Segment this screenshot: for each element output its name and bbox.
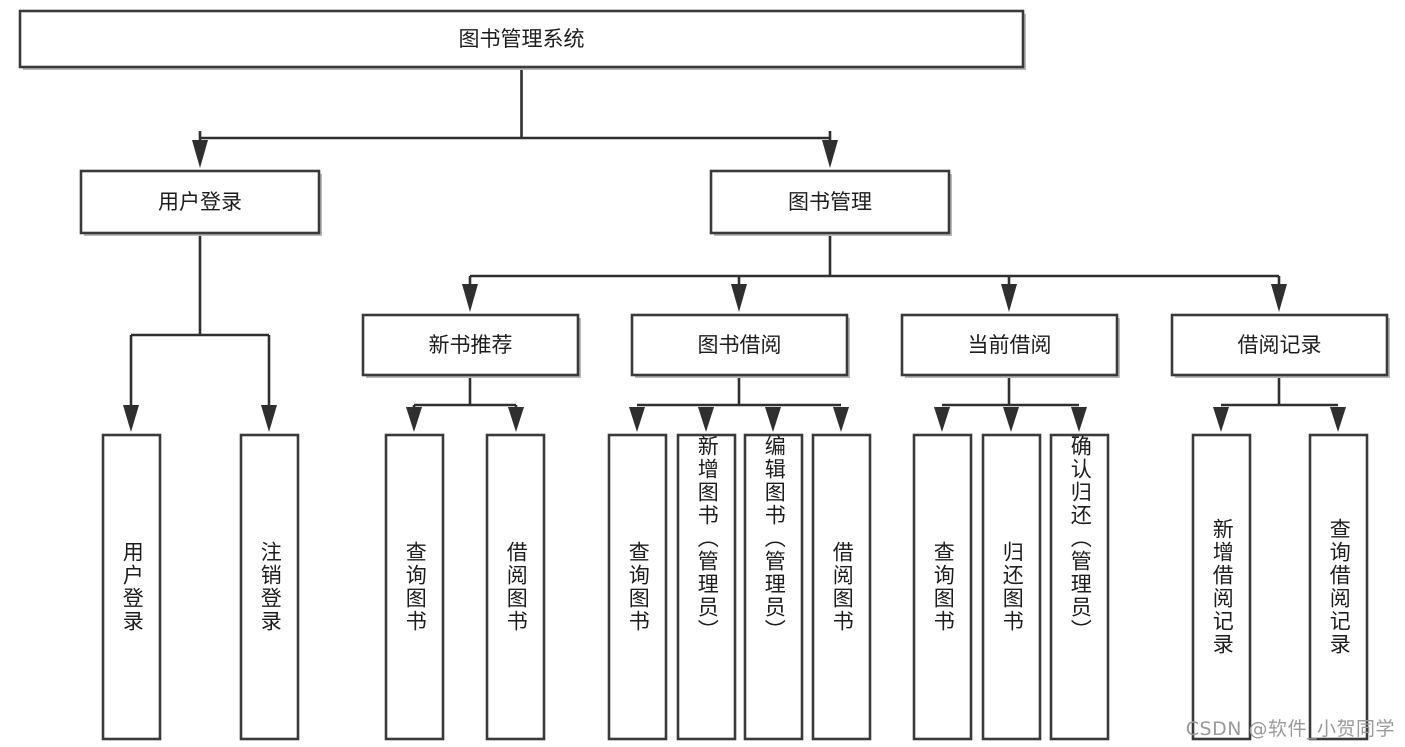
node-label: 图书管理: [788, 190, 872, 214]
arrow-head-icon: [934, 407, 950, 432]
connector-group-current-borrow: [934, 375, 1087, 432]
node-label: 图书借阅: [698, 333, 782, 357]
leaf-boxes: [101, 433, 1369, 741]
connector-group-book-manage: [462, 233, 1287, 312]
leaf-rect-add-record[interactable]: [1191, 433, 1252, 741]
arrow-head-icon: [406, 407, 422, 432]
node-new-book-recommend[interactable]: 新书推荐: [361, 313, 581, 378]
node-root-label: 图书管理系统: [459, 27, 585, 51]
arrow-head-icon: [698, 407, 714, 432]
node-book-management[interactable]: 图书管理: [709, 169, 952, 236]
node-rect: [1170, 313, 1389, 377]
leaf-rect-query-book-2[interactable]: [607, 433, 668, 741]
leaf-rect-borrow-book-2[interactable]: [811, 433, 872, 741]
node-rect: [18, 9, 1025, 69]
arrow-head-icon: [192, 140, 208, 168]
arrow-head-icon: [1001, 284, 1017, 312]
connector-group-book-borrow: [629, 375, 849, 432]
connector-group-new-book: [406, 375, 524, 432]
leaf-rect-add-book[interactable]: [676, 433, 737, 741]
arrow-head-icon: [1330, 407, 1346, 432]
node-label: 当前借阅: [968, 333, 1052, 357]
node-label: 借阅记录: [1238, 333, 1322, 357]
leaf-rect-query-record[interactable]: [1308, 433, 1369, 741]
leaf-rect-confirm-return[interactable]: [1049, 433, 1110, 741]
arrow-head-icon: [1071, 407, 1087, 432]
arrow-head-icon: [1271, 284, 1287, 312]
arrow-head-icon: [629, 407, 645, 432]
node-user-login[interactable]: 用户登录: [79, 169, 322, 236]
leaf-rect-return-book[interactable]: [981, 433, 1042, 741]
arrow-head-icon: [833, 407, 849, 432]
connector-group-user-login: [123, 233, 277, 432]
arrow-head-icon: [1003, 407, 1019, 432]
arrow-head-icon: [261, 405, 277, 432]
node-label: 新书推荐: [429, 333, 513, 357]
arrow-head-icon: [508, 407, 524, 432]
leaf-rect-query-book-1[interactable]: [384, 433, 445, 741]
node-rect: [709, 169, 951, 235]
connector-group-root: [192, 67, 838, 168]
node-rect: [361, 313, 580, 377]
arrow-head-icon: [462, 284, 478, 312]
node-root[interactable]: 图书管理系统: [18, 9, 1026, 70]
arrow-head-icon: [1213, 407, 1229, 432]
leaf-rect-logout[interactable]: [239, 433, 300, 741]
connector-group-borrow-record: [1213, 375, 1346, 432]
node-rect: [79, 169, 321, 235]
node-book-borrow[interactable]: 图书借阅: [630, 313, 850, 378]
arrow-head-icon: [765, 407, 781, 432]
arrow-head-icon: [731, 284, 747, 312]
node-rect: [630, 313, 849, 377]
node-rect: [900, 313, 1119, 377]
leaf-rect-edit-book[interactable]: [743, 433, 804, 741]
leaf-rect-borrow-book-1[interactable]: [485, 433, 546, 741]
leaf-rect-query-book-3[interactable]: [912, 433, 973, 741]
node-current-borrow[interactable]: 当前借阅: [900, 313, 1120, 378]
watermark-text: CSDN @软件_小贺同学: [1185, 718, 1395, 740]
node-borrow-record[interactable]: 借阅记录: [1170, 313, 1390, 378]
leaf-rect-user-login[interactable]: [101, 433, 162, 741]
arrow-head-icon: [822, 140, 838, 168]
arrow-head-icon: [123, 405, 139, 432]
node-label: 用户登录: [158, 190, 242, 214]
